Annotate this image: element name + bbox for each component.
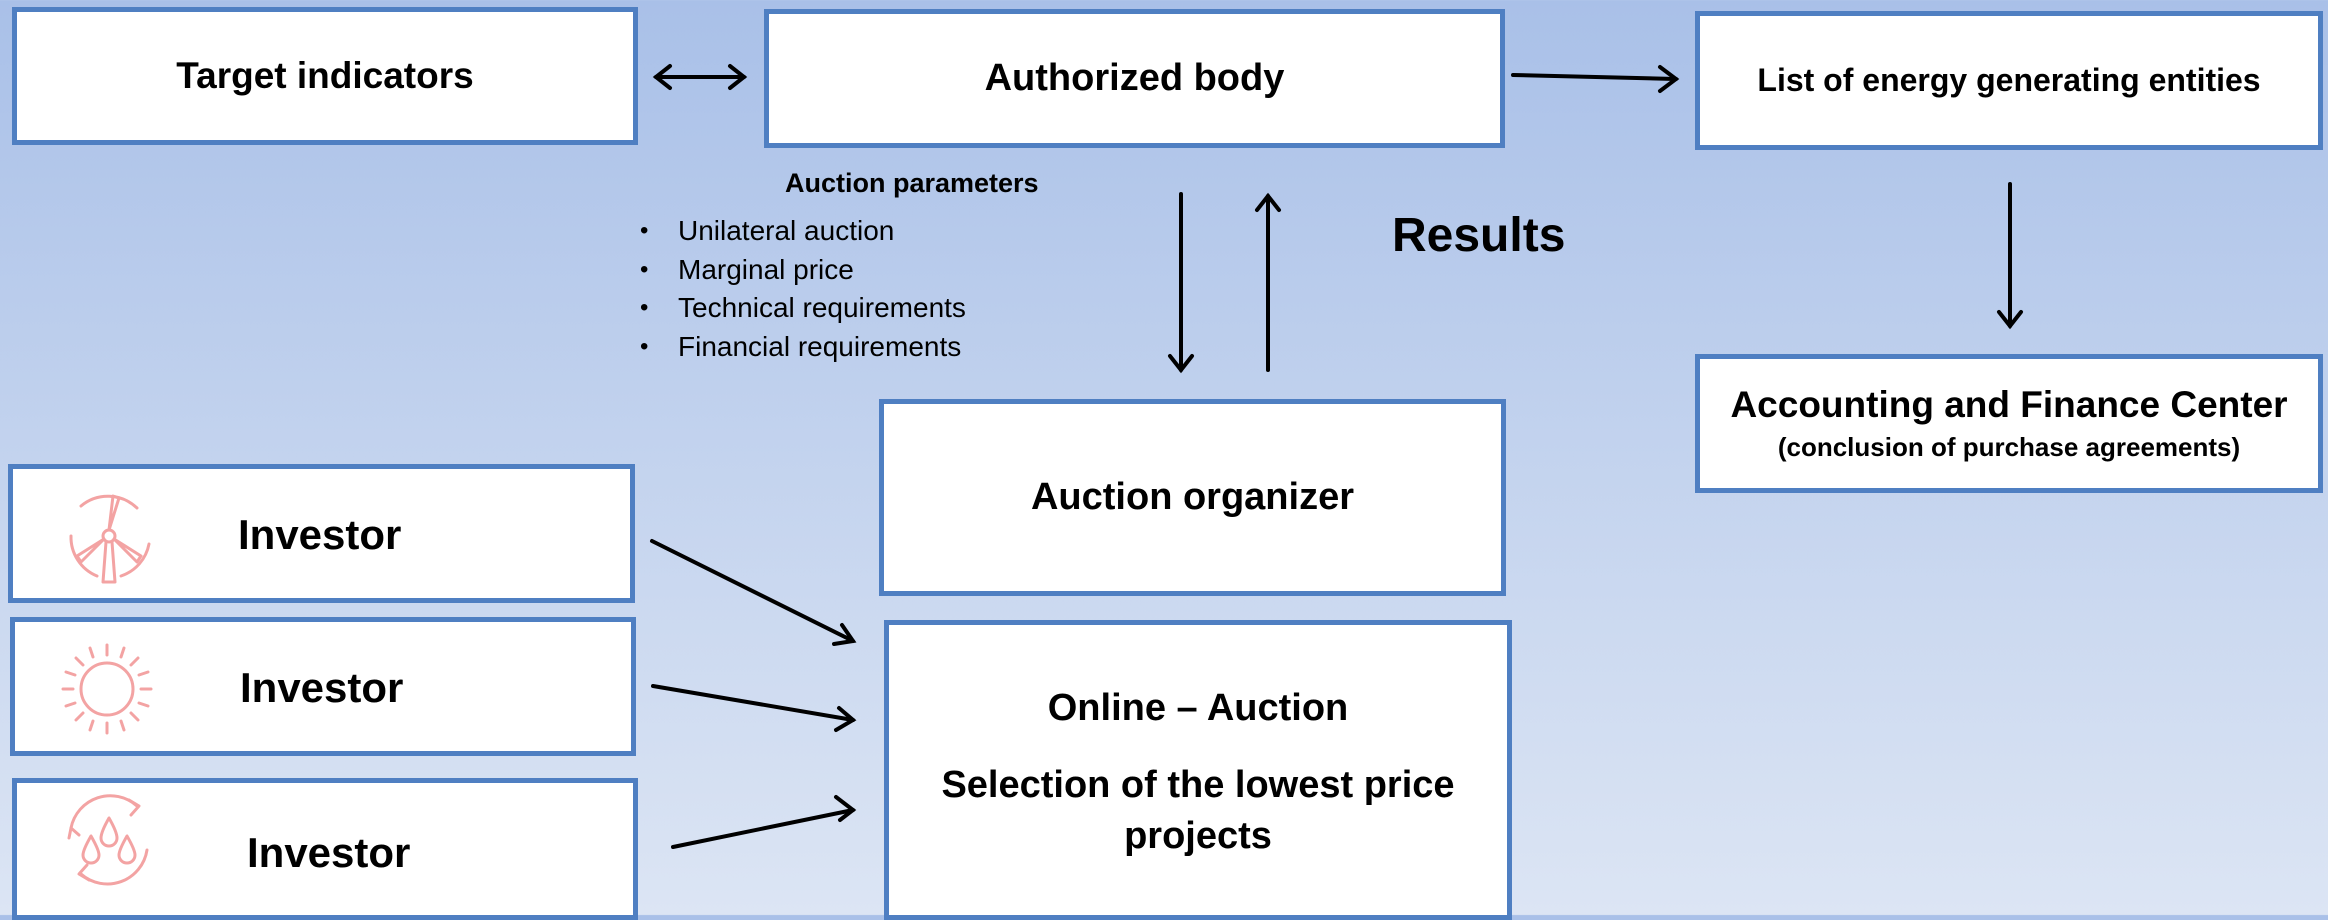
accounting-center-box: Accounting and Finance Center (conclusio… — [1695, 354, 2323, 493]
investor-label: Investor — [240, 664, 404, 711]
energy-entities-box: List of energy generating entities — [1695, 11, 2323, 150]
online-auction-selection: Selection of the lowest price projects — [941, 764, 1455, 857]
accounting-center-subtitle: (conclusion of purchase agreements) — [1777, 432, 2241, 462]
online-auction-box: Online – Auction Selection of the lowest… — [884, 620, 1512, 920]
auction-parameters-title: Auction parameters — [785, 168, 1039, 198]
investor-label: Investor — [238, 511, 402, 558]
parameter-item: Unilateral auction — [640, 212, 966, 251]
energy-entities-label: List of energy generating entities — [1757, 62, 2261, 98]
wind-turbine-icon — [69, 494, 151, 584]
target-indicators-label: Target indicators — [176, 55, 474, 96]
water-cycle-icon — [67, 794, 149, 886]
investor-box: Investor — [12, 778, 638, 920]
parameter-item: Marginal price — [640, 251, 966, 290]
arrow-investor1-auction — [650, 539, 855, 643]
parameter-item: Financial requirements — [640, 328, 966, 367]
target-indicators-box: Target indicators — [12, 7, 638, 145]
investor-box: Investor — [10, 617, 636, 756]
arrow-investor3-auction — [671, 808, 855, 849]
parameter-item: Technical requirements — [640, 289, 966, 328]
investor-box: Investor — [8, 464, 635, 603]
authorized-body-box: Authorized body — [764, 9, 1505, 148]
authorized-body-label: Authorized body — [984, 57, 1285, 99]
sun-icon — [61, 643, 153, 735]
accounting-center-title: Accounting and Finance Center — [1730, 384, 2288, 425]
auction-organizer-label: Auction organizer — [1030, 476, 1355, 518]
auction-parameters-list: Unilateral auction Marginal price Techni… — [640, 212, 966, 366]
results-label: Results — [1392, 209, 1566, 262]
arrow-investor2-auction — [651, 684, 855, 722]
investor-label: Investor — [247, 829, 411, 876]
auction-organizer-box: Auction organizer — [879, 399, 1506, 596]
arrow-authorized-entities — [1511, 73, 1678, 81]
online-auction-title: Online – Auction — [1047, 687, 1349, 729]
